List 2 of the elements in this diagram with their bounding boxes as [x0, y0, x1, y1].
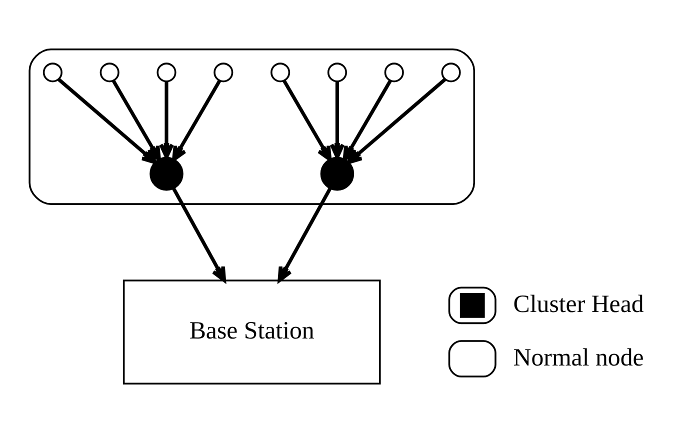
legend-label: Normal node	[513, 344, 644, 371]
legend-label: Cluster Head	[513, 290, 644, 318]
